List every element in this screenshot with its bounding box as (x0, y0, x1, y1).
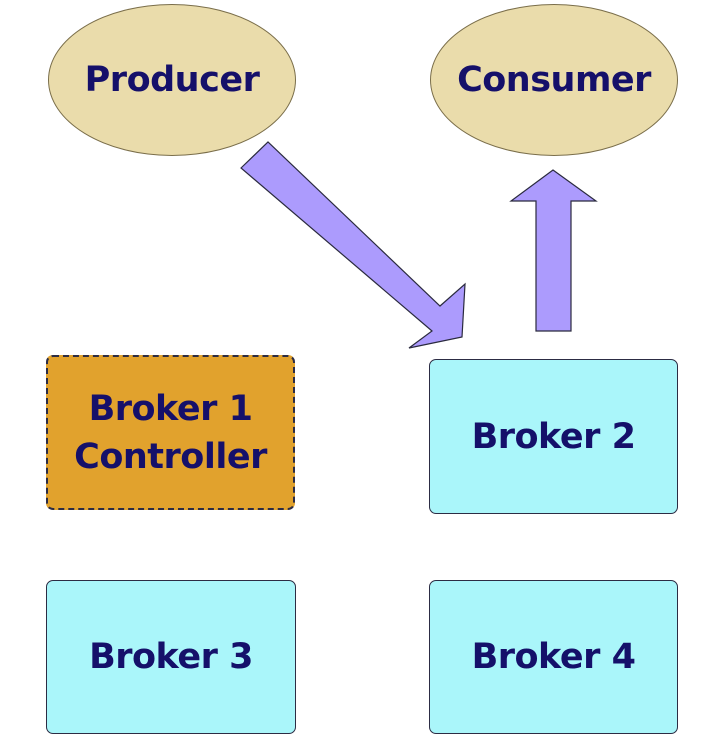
consumer-label: Consumer (457, 60, 651, 100)
broker2-label: Broker 2 (471, 416, 636, 457)
broker1-label: Broker 1 (88, 388, 253, 429)
broker2-to-consumer-arrow (509, 169, 598, 332)
consumer-node: Consumer (430, 4, 678, 156)
broker4-node: Broker 4 (429, 580, 678, 734)
broker3-label: Broker 3 (89, 637, 253, 677)
broker3-node: Broker 3 (46, 580, 296, 734)
broker1-controller-node: Broker 1 Controller (46, 355, 295, 510)
producer-label: Producer (84, 60, 260, 100)
controller-label: Controller (74, 436, 267, 477)
broker2-node: Broker 2 (429, 359, 678, 514)
broker4-label: Broker 4 (471, 637, 636, 677)
producer-to-broker2-arrow (240, 141, 466, 349)
producer-node: Producer (48, 4, 296, 156)
